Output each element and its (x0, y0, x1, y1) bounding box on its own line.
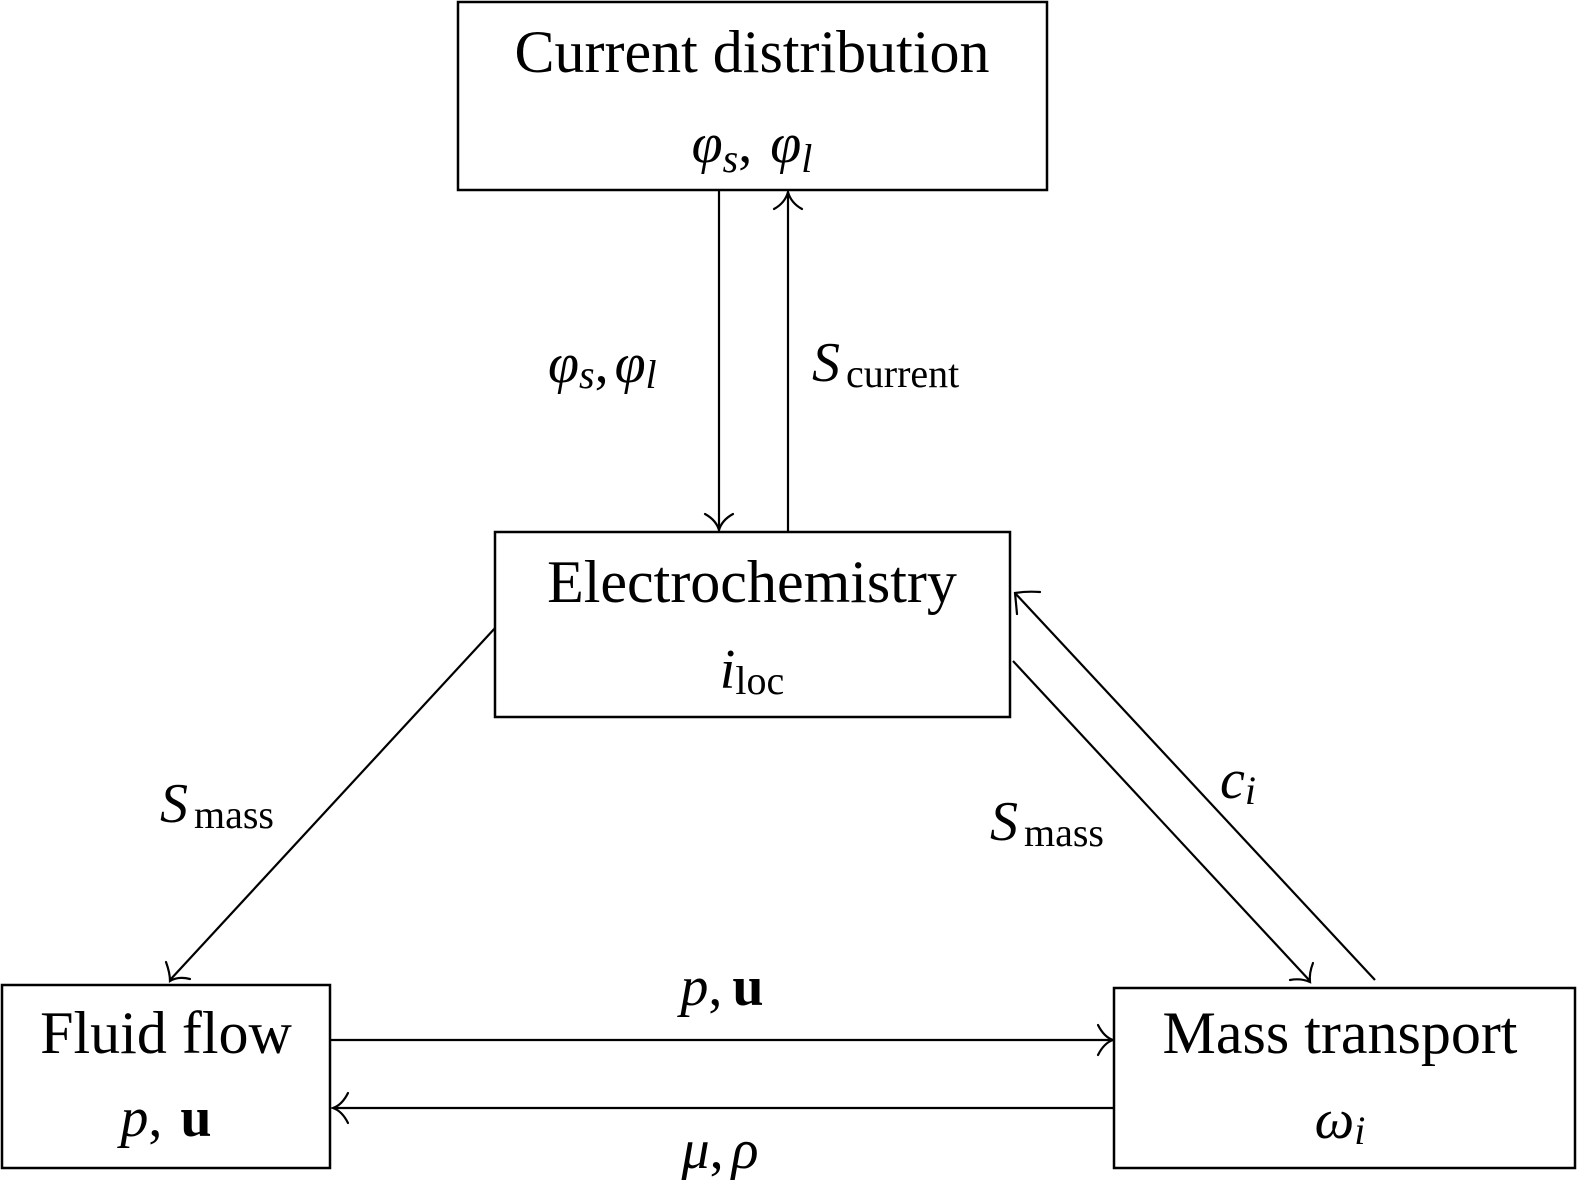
node-title: Electrochemistry (547, 549, 957, 615)
node-current-distribution: Current distribution φs,φl (456, 0, 1049, 192)
arrowhead-icon (1288, 961, 1315, 984)
node-mass-transport: Mass transport ωi (1112, 986, 1577, 1170)
node-title: Current distribution (515, 19, 990, 85)
node-title: Fluid flow (40, 1000, 292, 1066)
arrowhead-icon (164, 960, 192, 983)
edge-electrochemistry-to-current (772, 187, 804, 531)
edge-electrochemistry-to-mass (1012, 660, 1315, 984)
edge-label-ci: ci (1220, 749, 1256, 813)
edge-electrochemistry-to-fluid (164, 626, 497, 983)
node-variables: p,u (116, 1087, 211, 1149)
node-title: Mass transport (1163, 1000, 1518, 1066)
node-variables: φs,φl (692, 113, 813, 181)
node-electrochemistry: Electrochemistry iloc (493, 530, 1012, 719)
node-fluid-flow: Fluid flow p,u (0, 983, 332, 1170)
node-variables: iloc (720, 639, 784, 703)
arrowhead-icon (329, 1091, 350, 1125)
edge-mass-to-electrochemistry (1013, 590, 1376, 981)
node-variables: ωi (1315, 1089, 1366, 1153)
edge-fluid-to-mass (331, 1023, 1117, 1057)
arrowhead-icon (1013, 590, 1042, 616)
edge-label-phi: φs,φl (548, 333, 657, 397)
arrowhead-icon (772, 187, 804, 211)
edge-label-mu-rho: μ,ρ (681, 1119, 759, 1181)
edge-label-p-u: p,u (676, 956, 763, 1018)
edge-mass-to-fluid (329, 1091, 1114, 1125)
edge-current-to-electrochemistry (703, 191, 735, 534)
arrowhead-icon (703, 512, 735, 534)
